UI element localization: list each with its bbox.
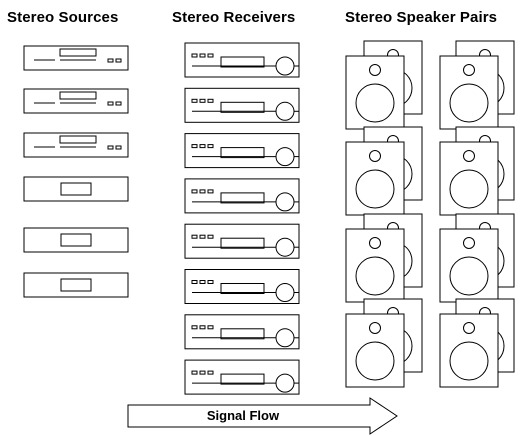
speaker-icon (439, 228, 499, 303)
speaker-icon (345, 313, 405, 388)
receiver-icon (184, 359, 300, 395)
source-box-icon (23, 272, 129, 298)
speaker-icon (439, 55, 499, 130)
source-box-icon (23, 176, 129, 202)
disc-player-icon (23, 88, 129, 114)
speaker-icon (345, 141, 405, 216)
source-box-icon (23, 227, 129, 253)
disc-player-icon (23, 45, 129, 71)
receiver-icon (184, 178, 300, 214)
sources-column (23, 45, 129, 298)
speaker-icon (345, 55, 405, 130)
receivers-heading: Stereo Receivers (172, 9, 296, 26)
signal-flow-arrow-icon (127, 397, 398, 435)
receivers-column (184, 42, 300, 395)
receiver-icon (184, 223, 300, 259)
speaker-icon (439, 313, 499, 388)
speaker-icon (345, 228, 405, 303)
receiver-icon (184, 269, 300, 304)
receiver-icon (184, 42, 300, 78)
receiver-icon (184, 133, 300, 169)
signal-flow-label: Signal Flow (206, 408, 280, 423)
speaker-pairs-heading: Stereo Speaker Pairs (345, 9, 498, 26)
sources-heading: Stereo Sources (7, 9, 119, 26)
receiver-icon (184, 87, 300, 123)
speaker-icon (439, 141, 499, 216)
receiver-icon (184, 314, 300, 350)
speakers-column (345, 40, 515, 388)
disc-player-icon (23, 132, 129, 158)
